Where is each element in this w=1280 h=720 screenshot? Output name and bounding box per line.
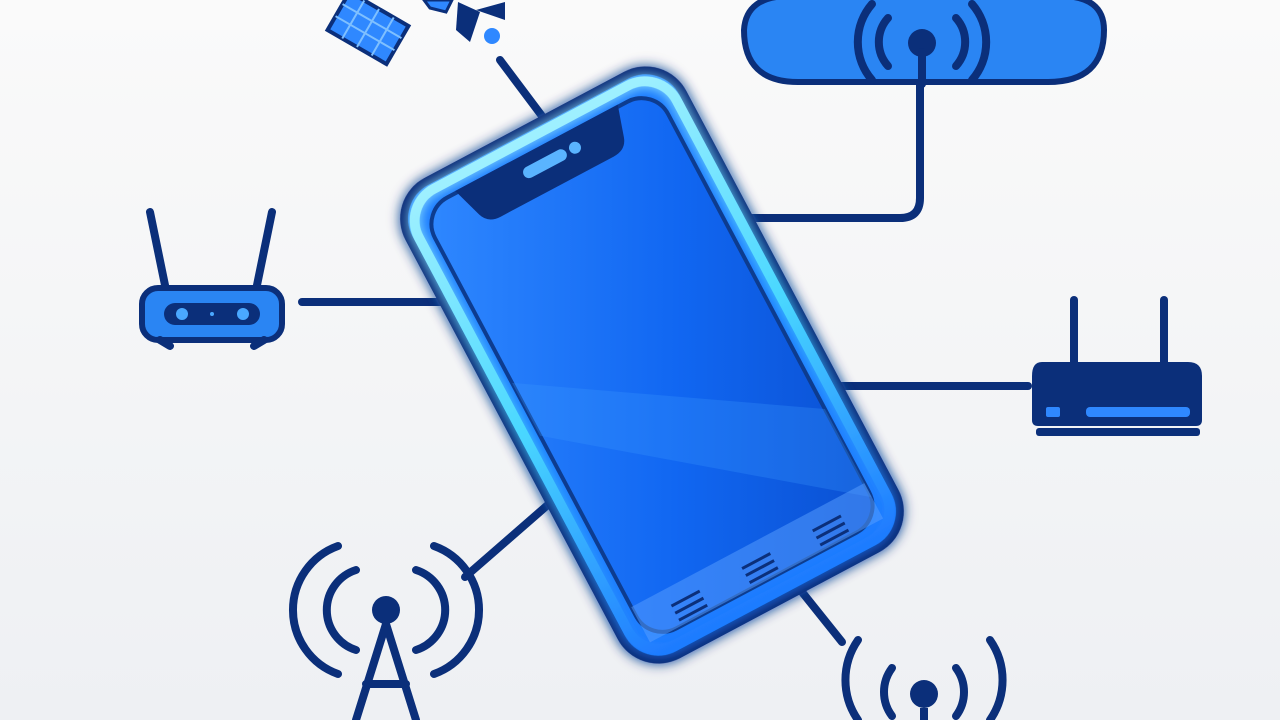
tower-line <box>461 492 562 581</box>
wifi-signal-icon <box>841 636 1007 720</box>
connection-lines <box>298 56 1032 646</box>
cloud-line <box>738 74 924 222</box>
signal-line <box>798 588 846 646</box>
satellite-icon <box>324 0 505 67</box>
satellite-line <box>496 56 549 124</box>
smartphone-icon <box>400 66 904 664</box>
router-icon <box>139 208 285 350</box>
cloud-wifi-icon <box>740 0 1108 88</box>
wireless-router-icon <box>1032 296 1202 436</box>
cell-tower-icon <box>289 542 483 720</box>
